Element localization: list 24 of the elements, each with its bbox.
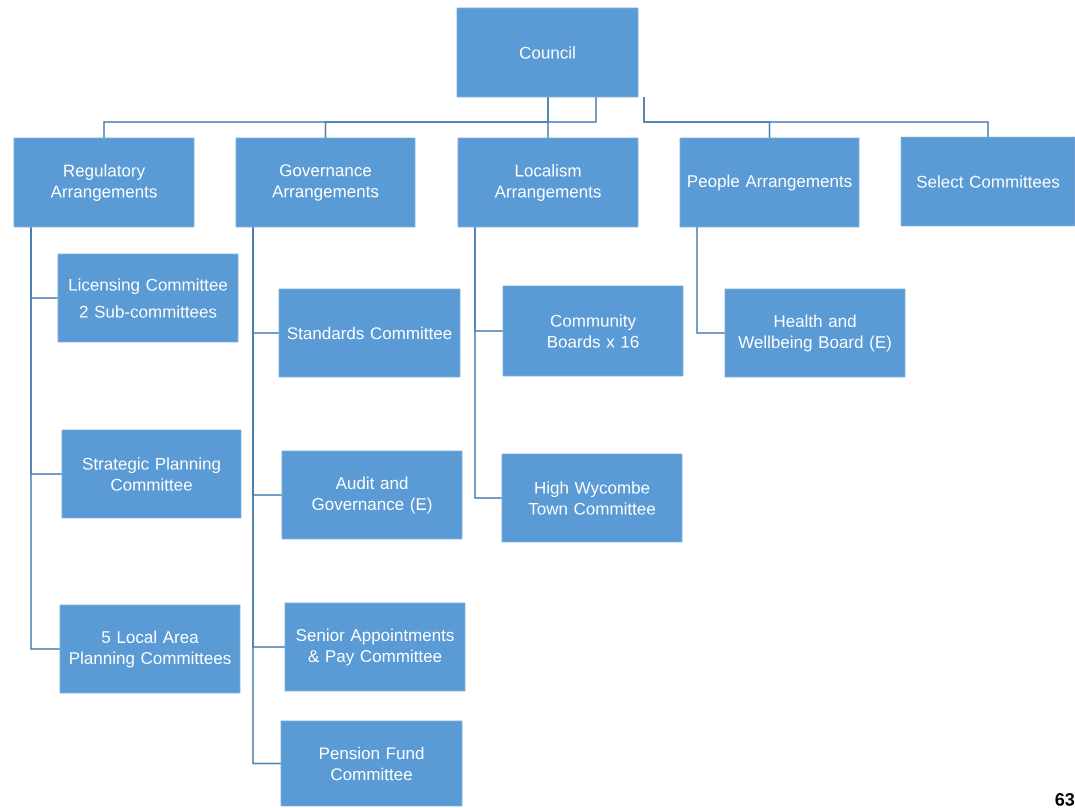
committee-box: Health and Wellbeing Board (E): [724, 288, 906, 378]
connector-line: [474, 226, 503, 499]
connector-line: [30, 226, 61, 650]
committee-box: Localism Arrangements: [457, 137, 639, 228]
committee-box: Regulatory Arrangements: [13, 137, 195, 228]
connector-line: [324, 96, 597, 139]
committee-box: Senior Appointments & Pay Committee: [284, 602, 466, 692]
committee-box: Licensing Committee 2 Sub-committees: [57, 253, 239, 343]
committee-box: Council: [456, 7, 639, 98]
connector-line: [643, 96, 989, 138]
committee-box: 5 Local Area Planning Committees: [59, 604, 241, 694]
committee-box: Governance Arrangements: [235, 137, 416, 228]
committee-box: Pension Fund Committee: [280, 720, 463, 807]
committee-box: Audit and Governance (E): [281, 450, 463, 540]
committee-box: Strategic Planning Committee: [61, 429, 242, 519]
committee-box: Standards Committee: [278, 288, 461, 378]
page-number: 63: [1055, 793, 1075, 806]
connector-line: [696, 226, 726, 334]
connector-line: [547, 96, 549, 139]
committee-box: Community Boards x 16: [502, 285, 684, 377]
committee-box: High Wycombe Town Committee: [501, 453, 683, 543]
connector-line: [252, 226, 282, 765]
committee-box: Select Committees: [900, 136, 1075, 227]
committee-box: People Arrangements: [679, 137, 860, 228]
